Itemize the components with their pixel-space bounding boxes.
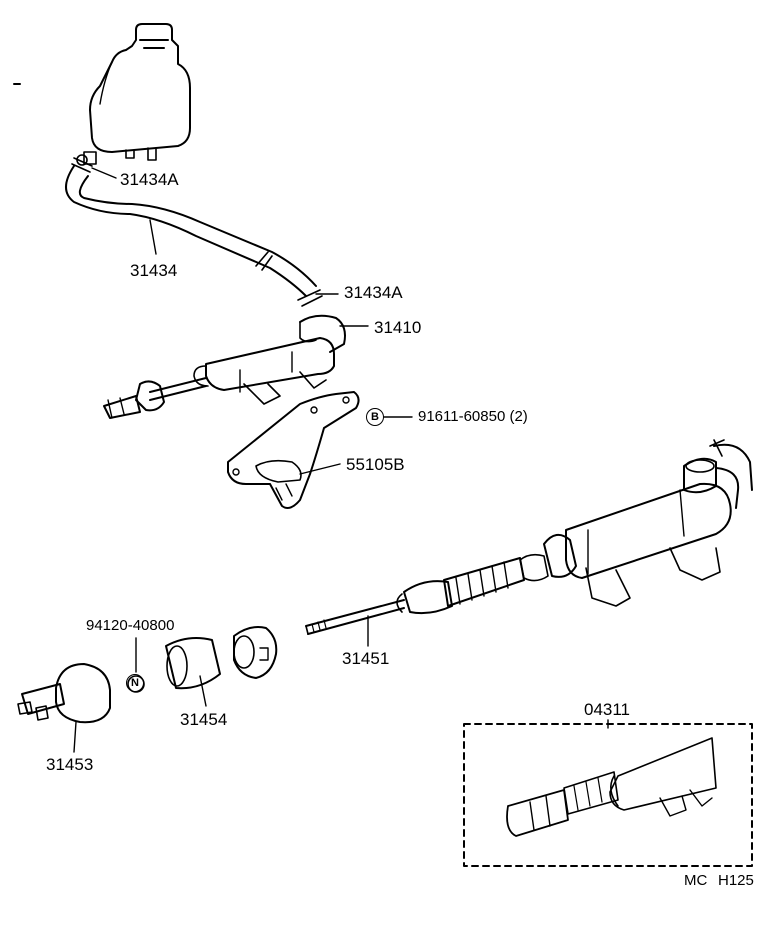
label-bracket: 55105B [346, 455, 405, 474]
label-push-rod: 31451 [342, 649, 390, 668]
label-clamp-upper: 31434A [120, 170, 179, 189]
kit-box [463, 723, 753, 867]
boot [165, 637, 221, 690]
label-kit: 04311 [584, 700, 631, 719]
footer-code-left: MC [684, 872, 708, 889]
label-hose: 31434 [130, 261, 178, 280]
label-nut: 94120-40800 [86, 617, 175, 634]
boot-cap [233, 626, 278, 679]
yoke [17, 663, 111, 724]
cylinder-large [305, 439, 753, 635]
label-yoke: 31453 [46, 755, 94, 774]
bolt-symbol-badge: B [366, 408, 384, 426]
reservoir-tank [83, 23, 191, 165]
label-cylinder-assy: 31410 [374, 318, 422, 337]
bracket [227, 391, 360, 509]
footer-code-right: H125 [718, 872, 754, 889]
nut-symbol-badge: N [126, 674, 144, 692]
label-boot: 31454 [180, 710, 228, 729]
cylinder-small [103, 314, 346, 419]
reservoir-hose [65, 154, 323, 307]
leader-lines [73, 167, 609, 753]
label-bolt: 91611-60850 (2) [418, 408, 528, 425]
label-clamp-lower: 31434A [344, 283, 403, 302]
